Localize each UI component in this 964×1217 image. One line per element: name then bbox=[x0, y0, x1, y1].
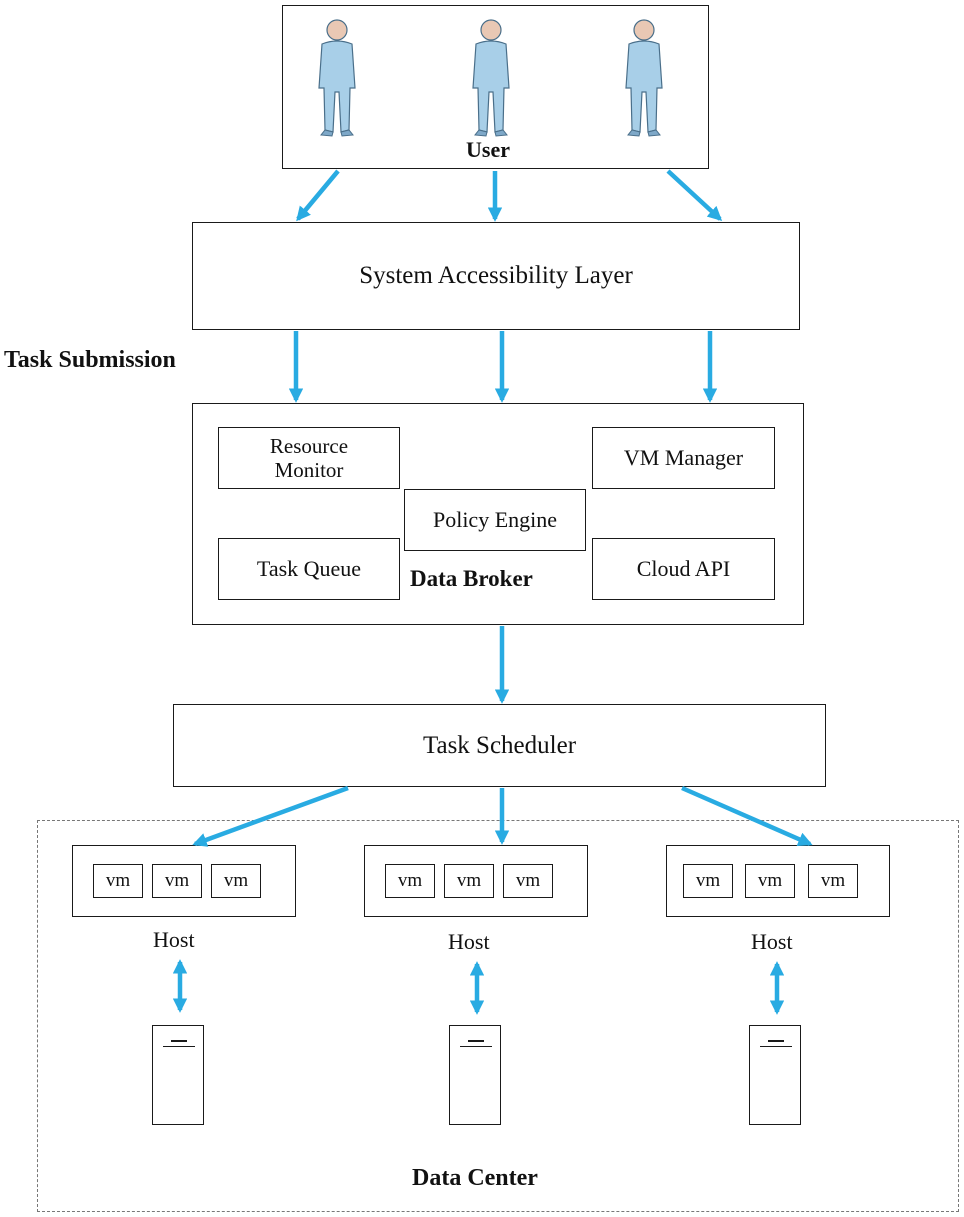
user-figure-icon bbox=[466, 18, 516, 138]
resource-monitor-box: Resource Monitor bbox=[218, 427, 400, 489]
data-center-label: Data Center bbox=[412, 1165, 538, 1191]
task-scheduler-box: Task Scheduler bbox=[173, 704, 826, 787]
arrow-user-to-layer bbox=[296, 169, 340, 222]
host-label: Host bbox=[751, 929, 793, 954]
data-broker-label: Data Broker bbox=[410, 566, 533, 591]
policy-engine-label: Policy Engine bbox=[432, 507, 558, 532]
cloud-api-box: Cloud API bbox=[592, 538, 775, 600]
host-label: Host bbox=[448, 929, 490, 954]
vm-box: vm bbox=[93, 864, 143, 898]
system-accessibility-layer-label: System Accessibility Layer bbox=[359, 262, 633, 289]
vm-manager-box: VM Manager bbox=[592, 427, 775, 489]
system-accessibility-layer-box: System Accessibility Layer bbox=[192, 222, 800, 330]
host-label: Host bbox=[153, 927, 195, 952]
vm-box: vm bbox=[211, 864, 261, 898]
vm-box: vm bbox=[745, 864, 795, 898]
vm-box: vm bbox=[152, 864, 202, 898]
resource-monitor-label: Resource Monitor bbox=[269, 434, 349, 482]
user-figure-icon bbox=[619, 18, 669, 138]
data-center-region bbox=[37, 820, 959, 1212]
vm-box: vm bbox=[444, 864, 494, 898]
arrow-user-to-layer bbox=[666, 169, 723, 221]
server-icon bbox=[449, 1025, 501, 1125]
user-figure-icon bbox=[312, 18, 362, 138]
host-box bbox=[364, 845, 588, 917]
host-box bbox=[72, 845, 296, 917]
vm-box: vm bbox=[683, 864, 733, 898]
vm-box: vm bbox=[503, 864, 553, 898]
task-queue-label: Task Queue bbox=[256, 556, 362, 581]
user-label: User bbox=[466, 137, 510, 162]
vm-box: vm bbox=[808, 864, 858, 898]
task-submission-label: Task Submission bbox=[4, 347, 176, 373]
server-icon bbox=[749, 1025, 801, 1125]
server-icon bbox=[152, 1025, 204, 1125]
vm-box: vm bbox=[385, 864, 435, 898]
task-scheduler-label: Task Scheduler bbox=[422, 731, 577, 759]
vm-manager-label: VM Manager bbox=[623, 445, 744, 470]
task-queue-box: Task Queue bbox=[218, 538, 400, 600]
policy-engine-box: Policy Engine bbox=[404, 489, 586, 551]
cloud-api-label: Cloud API bbox=[636, 556, 731, 581]
